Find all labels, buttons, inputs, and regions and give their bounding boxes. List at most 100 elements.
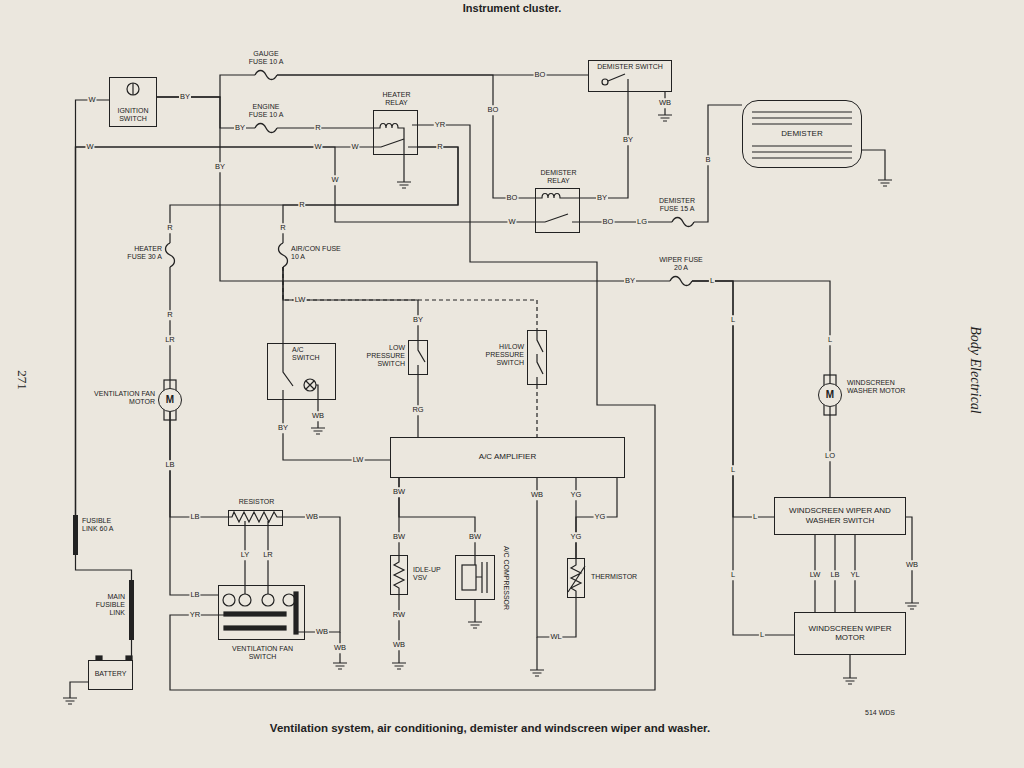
fusible-link: FUSIBLE LINK 60 A: [73, 515, 78, 555]
switch-bar: [224, 626, 286, 630]
fuse-symbol: [255, 71, 277, 80]
wire-colour-code: BY: [214, 162, 226, 172]
symbols: [63, 74, 919, 704]
wire-colour-code: R: [279, 223, 286, 233]
wire-colour-code: BO: [487, 105, 500, 115]
wire: [283, 517, 340, 632]
component-label: AIR/CON FUSE 10 A: [291, 245, 341, 261]
wire-colour-code: W: [330, 175, 339, 185]
wire-colour-code: LY: [240, 550, 251, 560]
wire: [283, 400, 390, 460]
switch-pivot: [602, 79, 608, 85]
ground-symbol: [63, 682, 88, 704]
switch-contact: [608, 74, 628, 92]
switch-contact: [537, 330, 543, 385]
wire: [157, 97, 670, 281]
switch-bar: [294, 592, 298, 634]
fusible-link: MAIN FUSIBLE LINK: [129, 580, 134, 640]
relay-coil: [373, 124, 404, 156]
switch-terminal: [283, 594, 295, 606]
key-symbol: [127, 83, 139, 95]
wire-colour-code: LB: [829, 570, 840, 580]
wire-colour-code: BO: [534, 70, 547, 80]
resistor-symbol: [228, 512, 283, 526]
wire-colour-code: RG: [411, 405, 424, 415]
component-label: A/C SWITCH: [292, 346, 333, 362]
wire: [692, 281, 794, 635]
component-label: RESISTOR: [229, 498, 284, 506]
wire-colour-code: BY: [234, 123, 246, 133]
wire-colour-code: BY: [624, 276, 636, 286]
ground-symbol: [397, 155, 411, 188]
wire-colour-code: BY: [596, 193, 608, 203]
wire-colour-code: BO: [506, 193, 519, 203]
component-label: FUSIBLE LINK 60 A: [82, 517, 122, 533]
running-header: Instrument cluster.: [463, 2, 561, 15]
fuse-symbol: [166, 243, 175, 267]
thermistor-symbol: [568, 558, 585, 598]
wire-colour-code: L: [730, 570, 736, 580]
wire: [131, 640, 132, 660]
motor-letter: M: [826, 389, 834, 401]
fuse-symbol: [279, 243, 287, 267]
wire: [277, 127, 373, 128]
pressure-switch: HI/LOW PRESSURE SWITCH: [527, 330, 547, 385]
wire: [536, 385, 537, 437]
figure-code: 514 WDS: [865, 709, 895, 716]
switch-box: DEMISTER SWITCH: [588, 60, 672, 92]
wire-colour-code: WB: [530, 490, 544, 500]
fuse-symbol: [670, 277, 692, 286]
switch-box: IGNITION SWITCH: [109, 77, 157, 127]
wire-colour-code: W: [350, 142, 359, 152]
wire-colour-code: LB: [164, 460, 175, 470]
wire-colour-code: L: [752, 512, 758, 522]
wire-colour-code: L: [827, 335, 833, 345]
fuse-symbol: GAUGE FUSE 10 A: [255, 71, 277, 79]
resistor-box: RESISTOR: [228, 510, 283, 526]
ground-symbol: [658, 92, 672, 121]
wire-colour-code: BW: [392, 532, 406, 542]
component-label: A/C AMPLIFIER: [479, 452, 536, 461]
wire-colour-code: BY: [412, 315, 424, 325]
wire: [76, 100, 110, 515]
section-heading: Body Electrical: [968, 326, 982, 413]
fuse-symbol: [255, 124, 277, 132]
wire-colour-code: LW: [294, 295, 307, 305]
fuse-symbol: WIPER FUSE 20 A: [670, 277, 692, 285]
wire-colour-code: LG: [636, 217, 648, 227]
wire: [170, 412, 228, 517]
relay-box: DEMISTER RELAY: [535, 188, 580, 233]
compressor-clutch: [475, 555, 487, 593]
wire-colour-code: B: [704, 155, 711, 165]
wire-colour-code: BY: [277, 423, 289, 433]
wire-colour-code: LB: [189, 590, 200, 600]
motor-letter: M: [166, 394, 174, 406]
wire-colour-code: YG: [594, 512, 607, 522]
solenoid-valve: IDLE-UP VSV: [390, 555, 408, 595]
wire: [76, 147, 536, 515]
figure-caption: Ventilation system, air conditioning, de…: [270, 722, 710, 735]
heater-grid: [752, 112, 852, 158]
fuse-symbol: HEATER FUSE 30 A: [166, 243, 174, 267]
fuse-symbol: [166, 243, 174, 267]
wire-colour-code: WB: [311, 411, 325, 421]
ground-symbol: [392, 595, 406, 669]
wire: [692, 281, 830, 383]
wire-colour-code: L: [709, 276, 715, 286]
component-label: HEATER FUSE 30 A: [116, 245, 162, 261]
fuse-symbol: [255, 71, 277, 79]
wire-colour-code: R: [298, 200, 305, 210]
switch-terminal: [239, 594, 251, 606]
component-label: LOW PRESSURE SWITCH: [351, 344, 405, 368]
wire-colour-code: BO: [602, 217, 615, 227]
wire-colour-code: YR: [434, 120, 446, 130]
wire-colour-code: W: [85, 142, 94, 152]
ground-symbol: [311, 400, 325, 434]
relay-coil: [535, 194, 580, 199]
component-label: A/C COMPRESSOR: [502, 543, 510, 613]
fuse-symbol: ENGINE FUSE 10 A: [255, 124, 277, 132]
switch-contact: [418, 340, 425, 375]
wire-colour-code: YR: [189, 610, 201, 620]
ground-symbol: [843, 655, 857, 684]
